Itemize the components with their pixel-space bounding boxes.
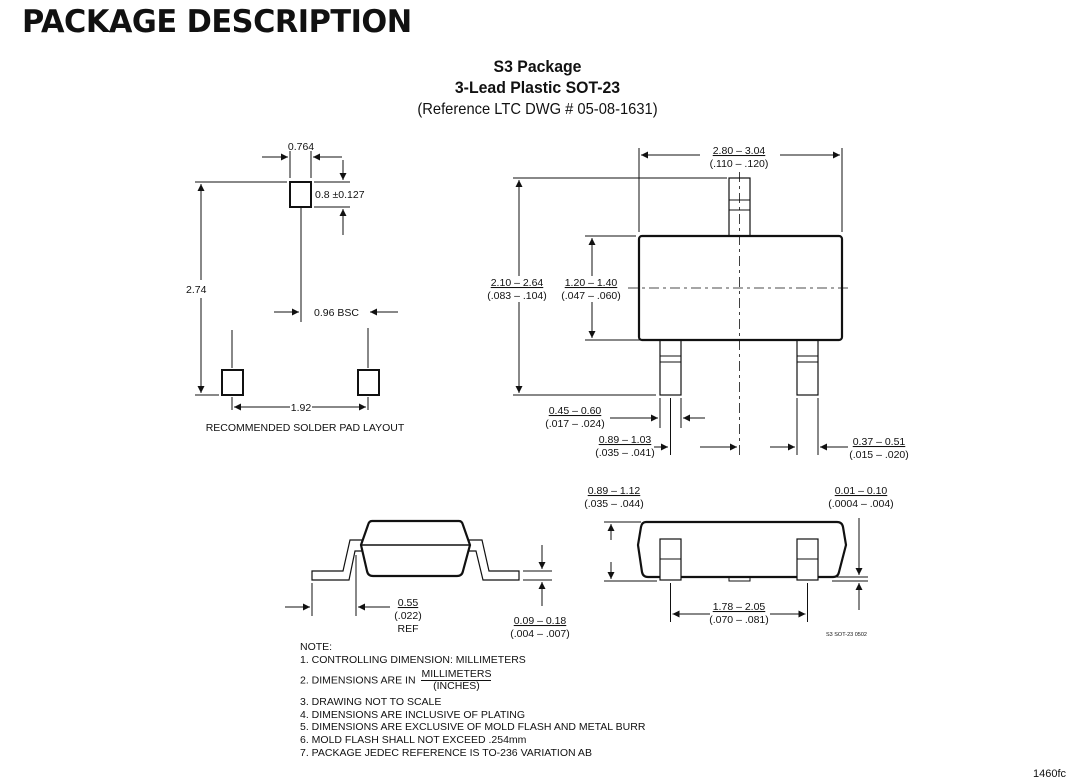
dim-length-mm: 2.80 – 3.04: [713, 145, 766, 157]
dim-lead-pitch-in: (.035 – .041): [595, 447, 655, 459]
notes: NOTE: 1. CONTROLLING DIMENSION: MILLIMET…: [300, 641, 645, 759]
dim-overall-width-mm: 2.10 – 2.64: [491, 277, 544, 289]
note-2-text: 2. DIMENSIONS ARE IN: [300, 674, 416, 687]
drawing-reference: (Reference LTC DWG # 05-08-1631): [417, 101, 658, 118]
package-type: 3-Lead Plastic SOT-23: [454, 78, 621, 97]
end-view: [285, 519, 552, 616]
dim-foot-in: (.022): [394, 610, 421, 622]
notes-header: NOTE:: [300, 641, 333, 653]
solder-pad-top: [289, 181, 312, 208]
note-7: 7. PACKAGE JEDEC REFERENCE IS TO-236 VAR…: [300, 746, 592, 759]
note-5: 5. DIMENSIONS ARE EXCLUSIVE OF MOLD FLAS…: [300, 721, 646, 734]
end-view-lead-right: [469, 539, 520, 581]
top-view: [513, 148, 852, 455]
dim-body-width-mm: 1.20 – 1.40: [565, 277, 618, 289]
note-6: 6. MOLD FLASH SHALL NOT EXCEED .254mm: [300, 733, 527, 746]
note-4: 4. DIMENSIONS ARE INCLUSIVE OF PLATING: [300, 708, 526, 721]
solder-pad-right: [357, 369, 380, 396]
dim-pad-overall-height: 2.74: [186, 284, 207, 296]
note-1: 1. CONTROLLING DIMENSION: MILLIMETERS: [300, 653, 526, 666]
dim-height-in: (.035 – .044): [584, 498, 644, 510]
end-view-lead-left: [311, 539, 362, 581]
dim-lead-length-in: (.015 – .020): [849, 449, 909, 461]
dim-foot-ref: REF: [398, 623, 419, 635]
side-view-center-lead: [728, 576, 751, 582]
package-name: S3 Package: [493, 57, 582, 76]
dim-pad-width: 0.764: [288, 141, 314, 153]
dim-pad-length: 0.8 ±0.127: [315, 189, 365, 201]
dim-lead-length-mm: 0.37 – 0.51: [853, 436, 906, 448]
solder-pad-layout: [195, 151, 398, 411]
dim-span-in: (.070 – .081): [709, 614, 769, 626]
note-2-fraction: MILLIMETERS (INCHES): [421, 668, 492, 693]
dim-span-mm: 1.78 – 2.05: [713, 601, 766, 613]
dim-height-mm: 0.89 – 1.12: [588, 485, 641, 497]
dim-standoff-in: (.0004 – .004): [828, 498, 893, 510]
dim-lead-thickness-mm: 0.09 – 0.18: [514, 615, 567, 627]
dim-body-width-in: (.047 – .060): [561, 290, 621, 302]
side-view: [604, 518, 868, 622]
dim-length-in: (.110 – .120): [710, 158, 769, 170]
dim-standoff-mm: 0.01 – 0.10: [835, 485, 888, 497]
dim-lead-thickness-in: (.004 – .007): [510, 628, 570, 640]
end-view-body: [359, 519, 472, 578]
note-2-denominator: (INCHES): [433, 680, 480, 693]
dim-lead-width-mm: 0.45 – 0.60: [549, 405, 602, 417]
page-title: PACKAGE DESCRIPTION: [22, 4, 412, 40]
dim-overall-width-in: (.083 – .104): [487, 290, 547, 302]
dim-foot-mm: 0.55: [398, 597, 419, 609]
lead-bottom-left: [659, 339, 682, 396]
dim-lead-width-in: (.017 – .024): [545, 418, 605, 430]
page-code: 1460fc: [1033, 768, 1067, 780]
drawing-code: S3 SOT-23 0502: [826, 632, 867, 638]
note-2-numerator: MILLIMETERS: [421, 668, 492, 682]
dim-pad-pitch: 0.96 BSC: [314, 307, 359, 319]
pad-layout-caption: RECOMMENDED SOLDER PAD LAYOUT: [206, 422, 405, 434]
solder-pad-left: [221, 369, 244, 396]
note-2: 2. DIMENSIONS ARE IN MILLIMETERS (INCHES…: [300, 669, 645, 692]
dim-pad-span: 1.92: [291, 402, 312, 414]
note-3: 3. DRAWING NOT TO SCALE: [300, 696, 442, 709]
dim-lead-pitch-mm: 0.89 – 1.03: [599, 434, 652, 446]
lead-bottom-right: [796, 339, 819, 396]
